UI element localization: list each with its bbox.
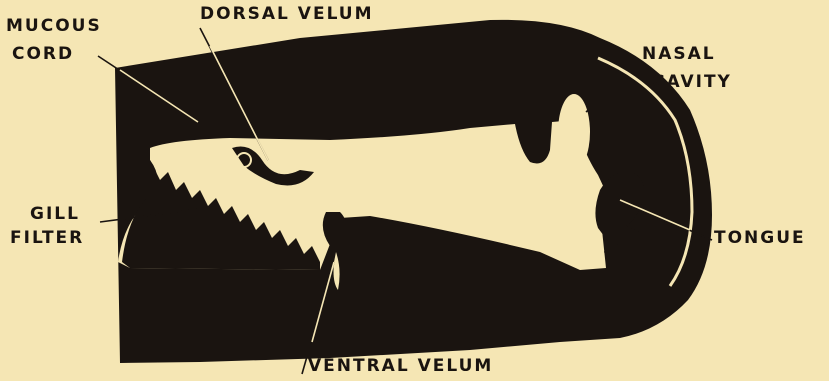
- mucous-cord-label-line2: CORD: [12, 46, 74, 63]
- nasal-cavity-shape: [558, 94, 590, 170]
- nasal-cavity-label-line1: NASAL: [642, 46, 716, 63]
- nasal-cavity-label-line2: CAVITY: [652, 74, 732, 91]
- tongue-label: TONGUE: [714, 230, 806, 247]
- dorsal-velum-label: DORSAL VELUM: [200, 6, 374, 23]
- mucous-cord-label-line1: MUCOUS: [6, 18, 102, 35]
- ventral-velum-label: VENTRAL VELUM: [308, 358, 493, 375]
- gill-filter-label-line1: GILL: [30, 206, 80, 223]
- gill-filter-label-line2: FILTER: [10, 230, 84, 247]
